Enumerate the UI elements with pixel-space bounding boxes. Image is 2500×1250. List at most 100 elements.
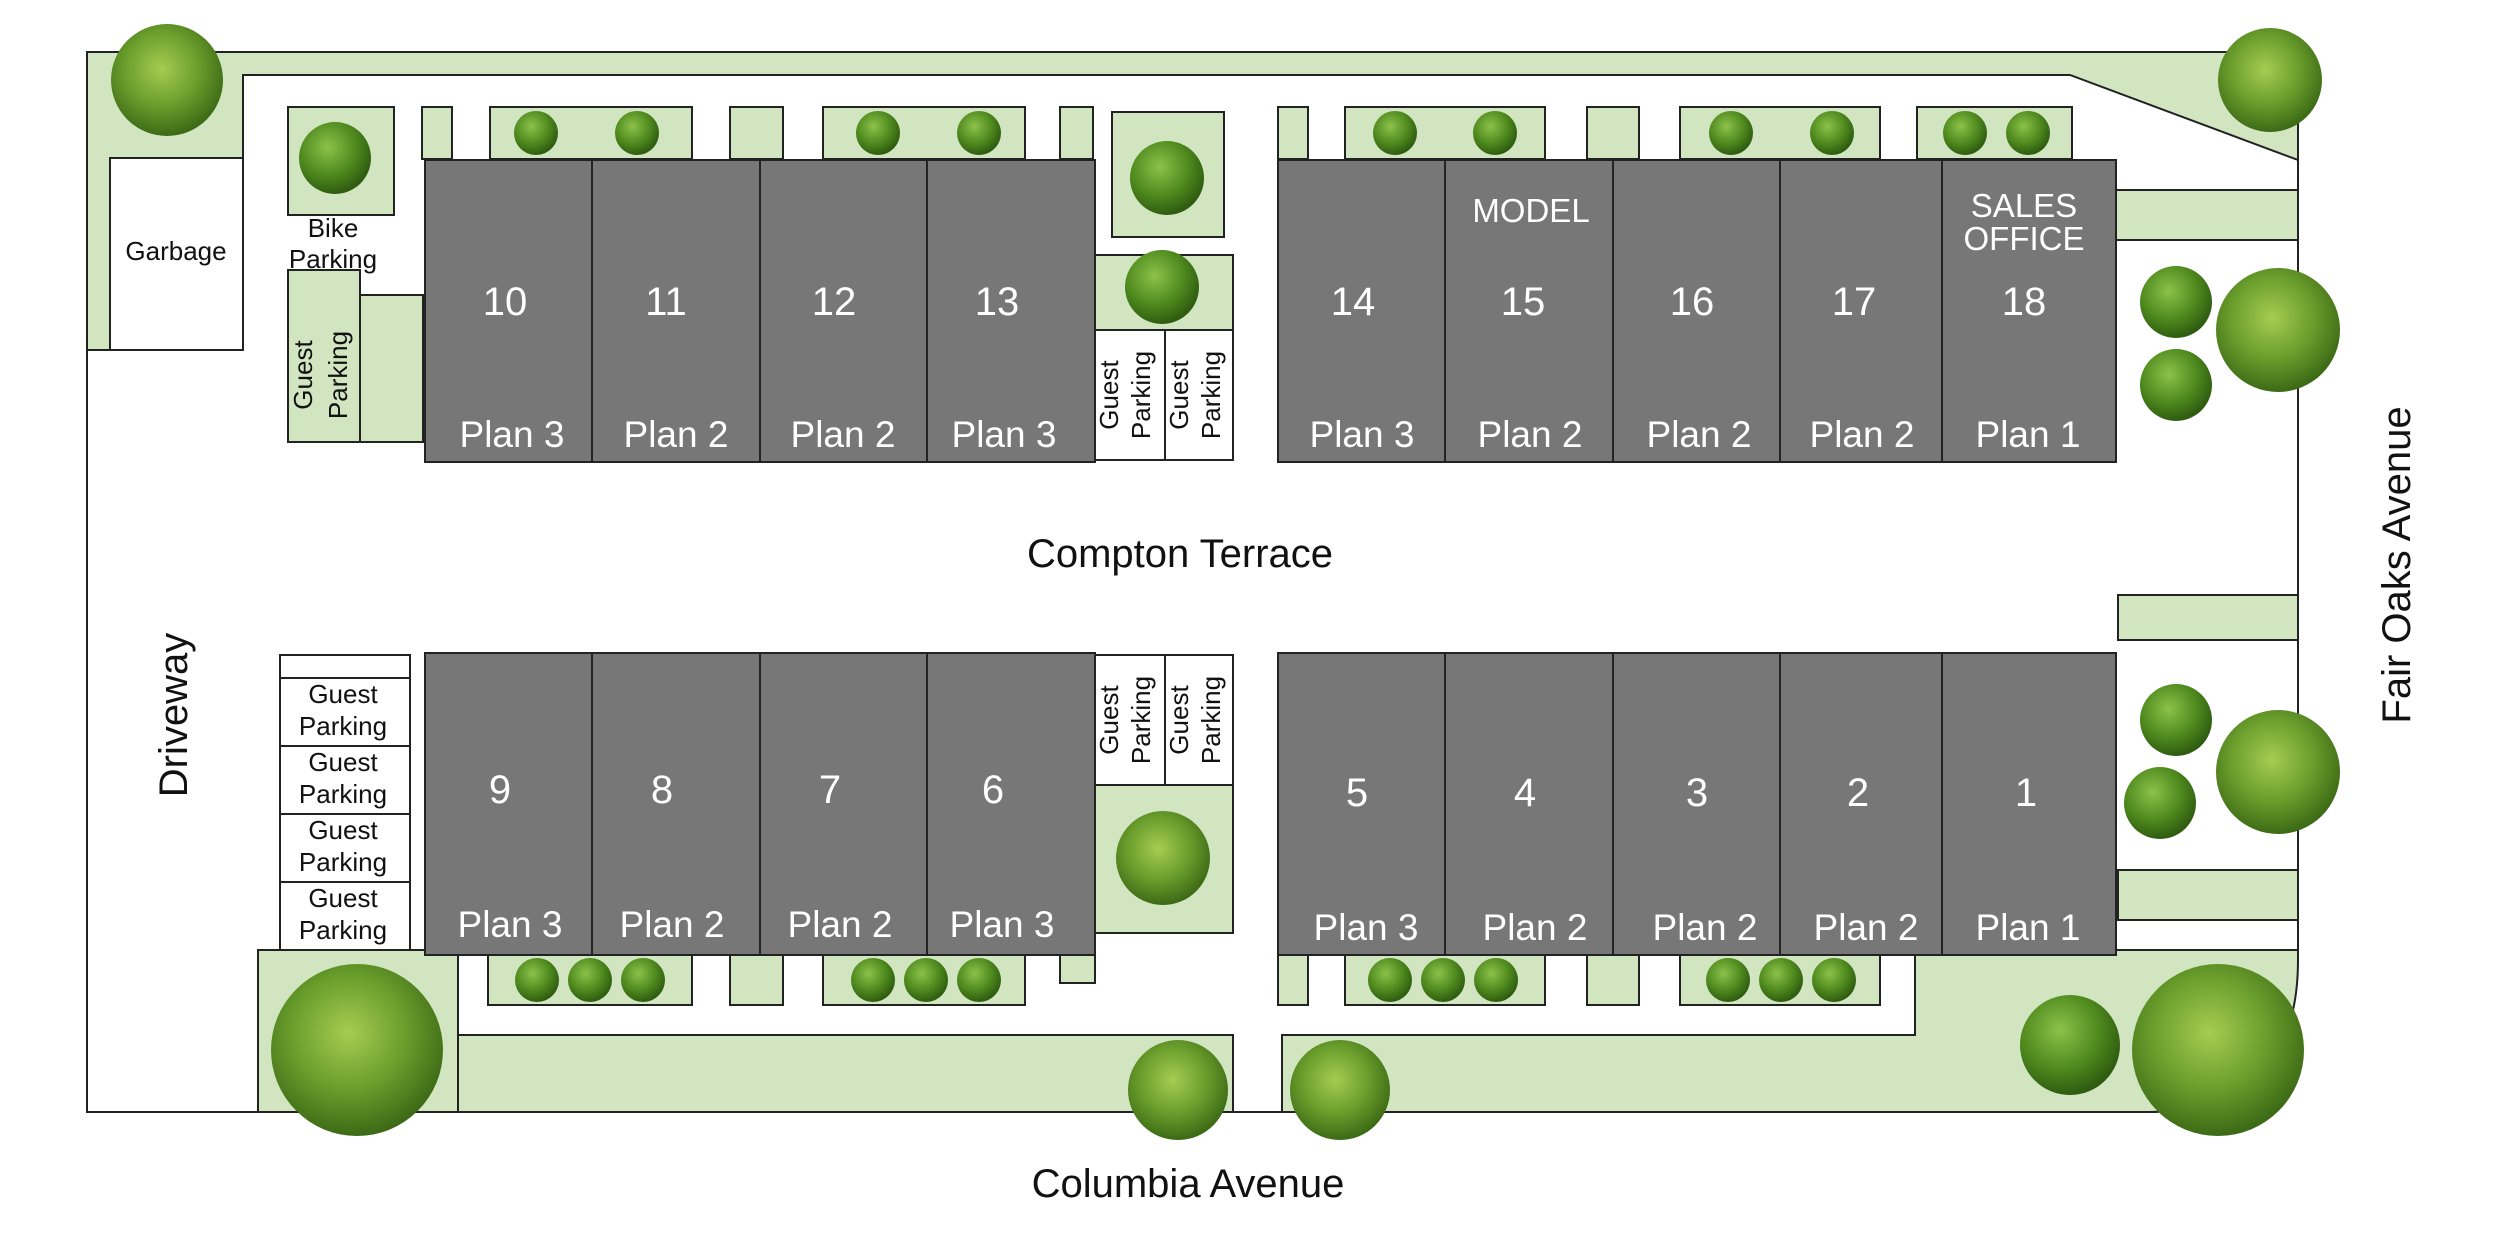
unit-number: 5 [1346,771,1368,815]
unit-plan: Plan 2 [791,414,896,455]
shrub-icon [2006,111,2050,155]
trees [111,24,2340,1140]
shrub-icon [2020,995,2120,1095]
shrub-icon [1812,958,1856,1002]
unit-plan: Plan 3 [458,904,563,945]
shrub-icon [1810,111,1854,155]
shrubs [299,111,2212,1095]
guest-parking-label: Guest [1164,685,1194,755]
shrub-icon [1125,250,1199,324]
shrub-icon [1759,958,1803,1002]
unit-number: 9 [489,768,511,812]
shrub-icon [1709,111,1753,155]
guest-parking-label: Parking [1126,351,1156,439]
unit-number: 11 [645,280,687,324]
unit-number: 4 [1514,771,1536,815]
shrub-icon [1943,111,1987,155]
shrub-icon [1421,958,1465,1002]
guest-parking-label: Parking [1126,676,1156,764]
shrub-icon [2124,767,2196,839]
shrub-icon [1368,958,1412,1002]
unit-number: 13 [975,280,1020,324]
unit-number: 7 [819,768,841,812]
unit-plan: Plan 2 [1653,907,1758,948]
unit-plan: Plan 1 [1976,414,2081,455]
shrub-icon [904,958,948,1002]
shrub-icon [568,958,612,1002]
guest-parking-label: Guest [1094,360,1124,430]
unit-plan: Plan 3 [1314,907,1419,948]
garbage-area: Garbage [109,157,244,351]
unit-number: 12 [812,280,857,324]
unit-number: 10 [483,280,528,324]
guest-parking-label: Guest [308,747,378,777]
shrub-icon [514,111,558,155]
shrub-icon [1706,958,1750,1002]
garbage-label: Garbage [125,236,226,266]
guest-parking-label: Guest [1094,685,1124,755]
compton-terrace-label: Compton Terrace [1027,532,1333,576]
unit-tag: SALES [1971,187,2077,224]
guest-parking-label: Guest [308,679,378,709]
guest-parking-label: Guest [308,815,378,845]
shrub-icon [1373,111,1417,155]
shrub-icon [856,111,900,155]
shrub-icon [1474,958,1518,1002]
tree-icon [1116,811,1210,905]
guest-parking-label: Guest [1164,360,1194,430]
guest-parking-stalls [279,329,1234,951]
guest-parking-label: Parking [299,847,387,877]
tree-icon [111,24,223,136]
unit-number: 3 [1686,771,1708,815]
guest-parking-label: Guest [308,883,378,913]
tree-icon [2218,28,2322,132]
shrub-icon [515,958,559,1002]
shrub-icon [2140,349,2212,421]
unit-number: 15 [1501,280,1546,324]
street-labels: Compton Terrace Columbia Avenue Fair Oak… [152,406,2419,1206]
guest-parking-label: Parking [323,331,353,419]
tree-icon [1128,1040,1228,1140]
guest-parking-label: Parking [1196,676,1226,764]
unit-plan: Plan 1 [1976,907,2081,948]
unit-number: 18 [2002,280,2047,324]
shrub-icon [1130,141,1204,215]
unit-plan: Plan 2 [788,904,893,945]
unit-plan: Plan 2 [1483,907,1588,948]
unit-number: 14 [1331,280,1376,324]
shrub-icon [957,111,1001,155]
unit-plan: Plan 3 [952,414,1057,455]
unit-tag-line2: OFFICE [1964,220,2085,257]
unit-plan: Plan 2 [1814,907,1919,948]
unit-tag: MODEL [1472,192,1589,229]
tree-icon [271,964,443,1136]
small-labels: Bike Parking Guest Parking Guest Parking… [288,213,1226,945]
buildings [424,159,2117,956]
shrub-icon [621,958,665,1002]
unit-plan: Plan 2 [624,414,729,455]
bike-parking-label-1: Bike [308,213,359,243]
tree-icon [2216,268,2340,392]
shrub-icon [2140,684,2212,756]
columbia-avenue-label: Columbia Avenue [1032,1162,1345,1206]
